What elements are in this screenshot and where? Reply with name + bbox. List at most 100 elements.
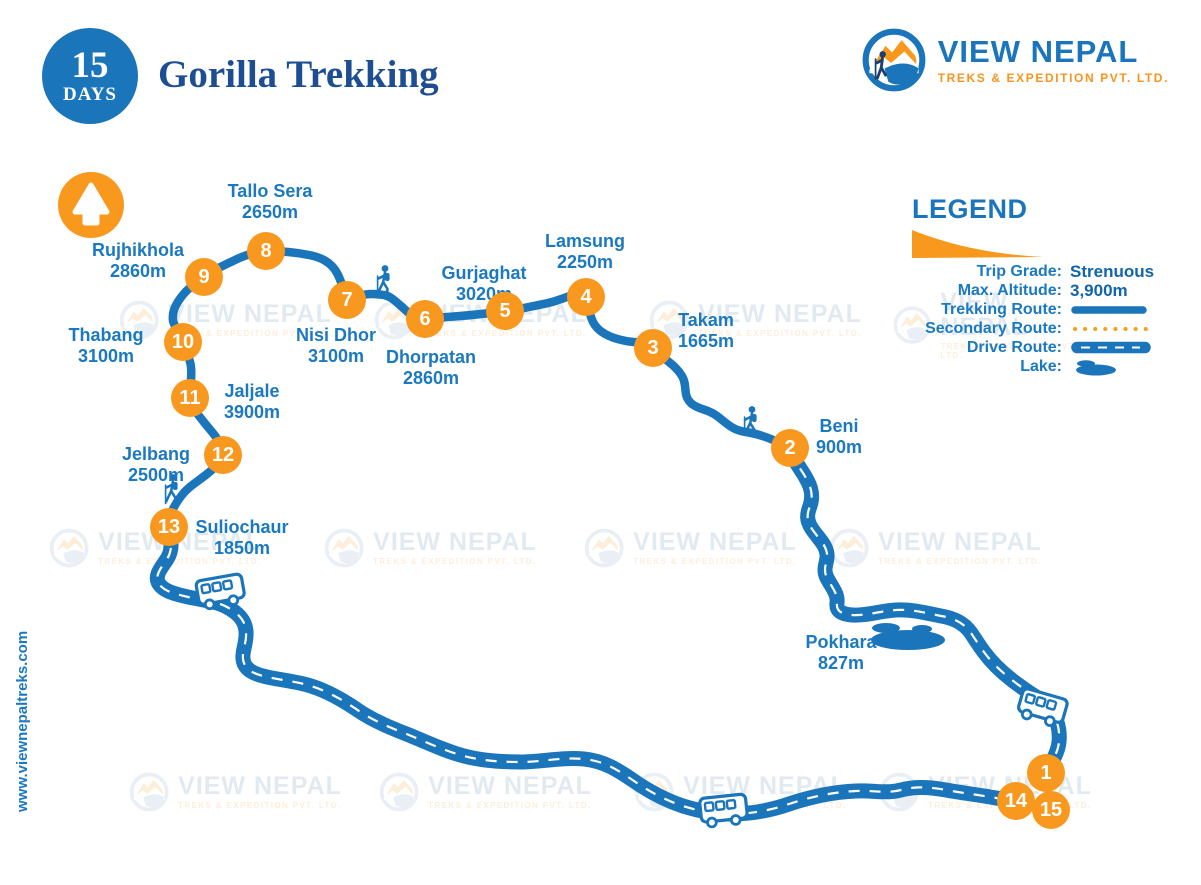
- place-altitude: 2500m: [127, 465, 185, 485]
- place-name: Rujhikhola: [91, 240, 185, 260]
- legend-value: Strenuous: [1070, 261, 1155, 281]
- waypoint-marker-8: 8: [247, 232, 285, 270]
- place-name: Jelbang: [121, 444, 191, 464]
- watermark-subtitle-text: TREKS & EXPEDITION PVT. LTD.: [633, 557, 797, 566]
- waypoint-marker-1: 1: [1027, 754, 1065, 792]
- waypoint-marker-9: 9: [185, 258, 223, 296]
- watermark-brand-text: VIEW NEPAL: [428, 772, 592, 800]
- watermark-subtitle-text: TREKS & EXPEDITION PVT. LTD.: [878, 557, 1042, 566]
- place-name: Jaljale: [224, 381, 280, 401]
- watermark-brand-text: VIEW NEPAL: [178, 772, 342, 800]
- legend-label: Max. Altitude:: [957, 281, 1062, 299]
- waypoint-marker-6: 6: [406, 300, 444, 338]
- place-name: Dhorpatan: [386, 347, 476, 367]
- watermark-logo-icon: [324, 528, 364, 568]
- legend-row-secondary-route: Secondary Route:: [898, 319, 1188, 338]
- place-name: Nisi Dhor: [295, 325, 377, 345]
- legend-label: Lake:: [1020, 357, 1062, 375]
- pokhara-lake-icon: [871, 623, 945, 650]
- days-value: 15: [71, 44, 109, 86]
- legend-row-trip-grade: Trip Grade: Strenuous: [898, 262, 1188, 281]
- watermark-logo-icon: [129, 772, 169, 812]
- place-altitude: 3100m: [77, 346, 135, 366]
- legend-label: Trekking Route:: [941, 300, 1062, 318]
- place-name: Pokhara: [805, 632, 877, 652]
- place-name: Takam: [678, 310, 734, 330]
- company-name: VIEW NEPAL: [937, 33, 1139, 69]
- waypoint-marker-2: 2: [771, 429, 809, 467]
- legend-row-max-altitude: Max. Altitude:3,900m: [898, 281, 1188, 300]
- company-logo-icon: [862, 28, 926, 92]
- watermark-brand-text: VIEW NEPAL: [168, 300, 332, 328]
- north-arrow-icon: [58, 172, 124, 238]
- watermark-subtitle-text: TREKS & EXPEDITION PVT. LTD.: [698, 329, 862, 338]
- waypoint-marker-14: 14: [997, 782, 1035, 820]
- waypoint-marker-3: 3: [634, 329, 672, 367]
- waypoint-marker-10: 10: [164, 323, 202, 361]
- place-altitude: 2250m: [556, 252, 614, 272]
- waypoint-marker-12: 12: [204, 436, 242, 474]
- legend-label: Secondary Route:: [925, 319, 1062, 337]
- place-name: Lamsung: [544, 231, 626, 251]
- waypoint-marker-11: 11: [171, 379, 209, 417]
- watermark-brand-text: VIEW NEPAL: [698, 300, 862, 328]
- place-name: Tallo Sera: [227, 181, 313, 201]
- place-altitude: 3100m: [307, 346, 365, 366]
- place-name: Beni: [819, 416, 859, 436]
- watermark-brand-text: VIEW NEPAL: [878, 528, 1042, 556]
- waypoint-marker-15: 15: [1032, 791, 1070, 829]
- company-logo-text: VIEW NEPAL TREKS & EXPEDITION PVT. LTD.: [938, 36, 1169, 85]
- watermark-logo-icon: [584, 528, 624, 568]
- days-badge: 15 DAYS: [42, 28, 138, 124]
- drive-route-south-centerline: [156, 526, 1017, 816]
- watermark-subtitle-text: TREKS & EXPEDITION PVT. LTD.: [940, 342, 1078, 360]
- watermark-logo-icon: [893, 306, 931, 344]
- place-altitude: 900m: [815, 437, 863, 457]
- legend-row-lake: Lake:: [898, 357, 1188, 376]
- place-name: Thabang: [68, 325, 144, 345]
- drive-route-sample: [1071, 341, 1151, 354]
- watermark-subtitle-text: TREKS & EXPEDITION PVT. LTD.: [98, 557, 262, 566]
- secondary-route-sample: [1073, 326, 1151, 331]
- place-name: Suliochaur: [195, 517, 289, 537]
- waypoint-marker-5: 5: [486, 292, 524, 330]
- watermark-logo-icon: [119, 300, 159, 340]
- watermark-logo-icon: [49, 528, 89, 568]
- place-altitude: 3900m: [223, 402, 281, 422]
- bus-icon: [697, 792, 750, 830]
- header: 15 DAYS Gorilla Trekking VIEW NEPAL TREK…: [0, 0, 1201, 130]
- watermark-subtitle-text: TREKS & EXPEDITION PVT. LTD.: [428, 801, 592, 810]
- company-logo: VIEW NEPAL TREKS & EXPEDITION PVT. LTD.: [860, 26, 1169, 94]
- waypoint-marker-7: 7: [328, 281, 366, 319]
- website-link[interactable]: www.viewnepaltreks.com: [14, 630, 31, 812]
- watermark-brand-text: VIEW NEPAL: [940, 288, 1029, 341]
- trekking-route-sample: [1071, 305, 1147, 314]
- company-subtitle: TREKS & EXPEDITION PVT. LTD.: [937, 70, 1169, 85]
- place-altitude: 2860m: [402, 368, 460, 388]
- watermark-subtitle-text: TREKS & EXPEDITION PVT. LTD.: [373, 557, 537, 566]
- watermark-logo-icon: [379, 772, 419, 812]
- legend-label: Trip Grade:: [976, 262, 1062, 280]
- legend-title: LEGEND: [912, 194, 1028, 224]
- legend-row-trekking-route: Trekking Route:: [898, 300, 1188, 319]
- watermark-subtitle-text: TREKS & EXPEDITION PVT. LTD.: [178, 801, 342, 810]
- watermark-subtitle-text: TREKS & EXPEDITION PVT. LTD.: [168, 329, 332, 338]
